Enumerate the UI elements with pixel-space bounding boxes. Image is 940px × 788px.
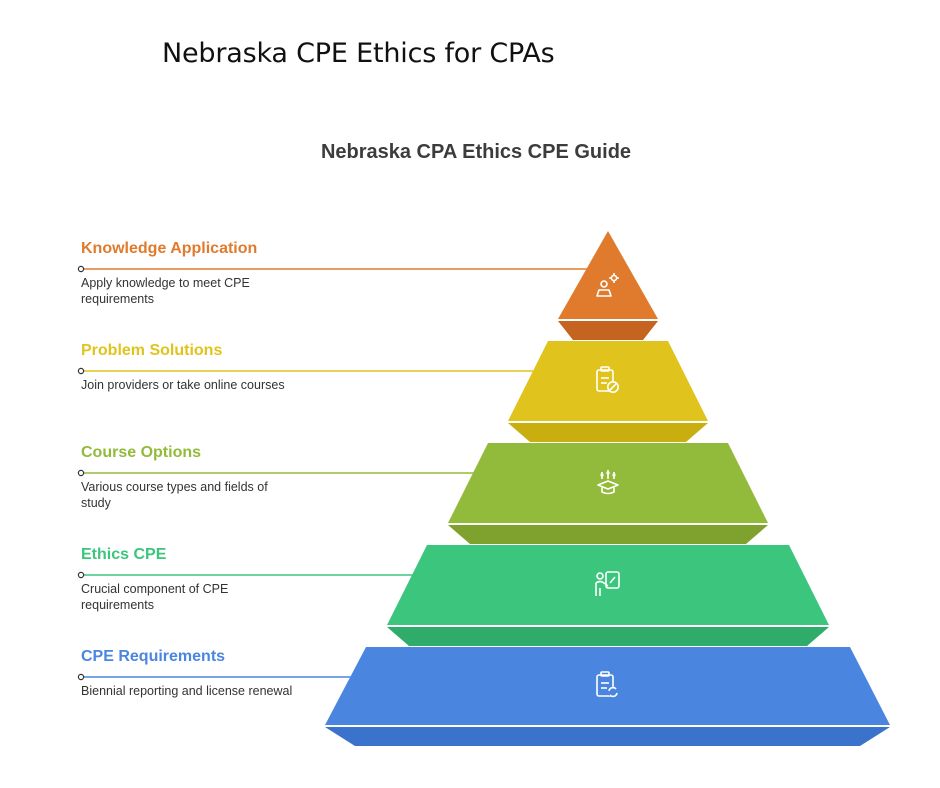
level-label-knowledge-application: Knowledge Application Apply knowledge to…: [81, 239, 341, 307]
level-base: [508, 423, 708, 442]
connector-dot: [77, 571, 85, 579]
level-title: Ethics CPE: [81, 546, 167, 563]
level-description: Apply knowledge to meet CPE requirements: [81, 276, 250, 306]
person-gear-icon: [596, 273, 619, 297]
clipboard-renew-icon: [596, 671, 619, 698]
level-face: [325, 647, 890, 725]
level-base: [387, 627, 829, 646]
level-description: Join providers or take online courses: [81, 378, 285, 392]
level-title: Course Options: [81, 444, 202, 461]
level-description: Biennial reporting and license renewal: [81, 684, 293, 698]
clipboard-block-icon: [596, 366, 619, 393]
connector-dot: [77, 673, 85, 681]
graduation-cap-options-icon: [597, 470, 619, 495]
connector-dot: [77, 265, 85, 273]
pyramid-level-problem-solutions: [77, 341, 708, 442]
level-title: CPE Requirements: [81, 648, 226, 665]
level-face: [558, 231, 658, 319]
level-description: Various course types and fields of study: [81, 480, 268, 510]
level-base: [558, 321, 658, 340]
level-label-problem-solutions: Problem Solutions Join providers or take…: [81, 341, 341, 393]
level-label-cpe-requirements: CPE Requirements Biennial reporting and …: [81, 647, 341, 699]
diagram-title: Nebraska CPA Ethics CPE Guide: [320, 141, 632, 163]
level-title: Knowledge Application: [81, 240, 258, 257]
level-label-course-options: Course Options Various course types and …: [81, 443, 341, 511]
pyramid-level-cpe-requirements: [77, 647, 890, 746]
level-face: [508, 341, 708, 421]
pyramid-level-course-options: [77, 443, 768, 544]
level-base: [448, 525, 768, 544]
level-face: [448, 443, 768, 523]
pyramid-level-ethics-cpe: [77, 545, 829, 646]
page-title: Nebraska CPE Ethics for CPAs: [162, 38, 555, 69]
level-label-ethics-cpe: Ethics CPE Crucial component of CPE requ…: [81, 545, 341, 613]
level-title: Problem Solutions: [81, 342, 223, 359]
level-description: Crucial component of CPE requirements: [81, 582, 229, 612]
connector-dot: [77, 469, 85, 477]
connector-dot: [77, 367, 85, 375]
pyramid-level-knowledge-application: [77, 231, 658, 340]
level-base: [325, 727, 890, 746]
person-board-icon: [595, 571, 620, 596]
